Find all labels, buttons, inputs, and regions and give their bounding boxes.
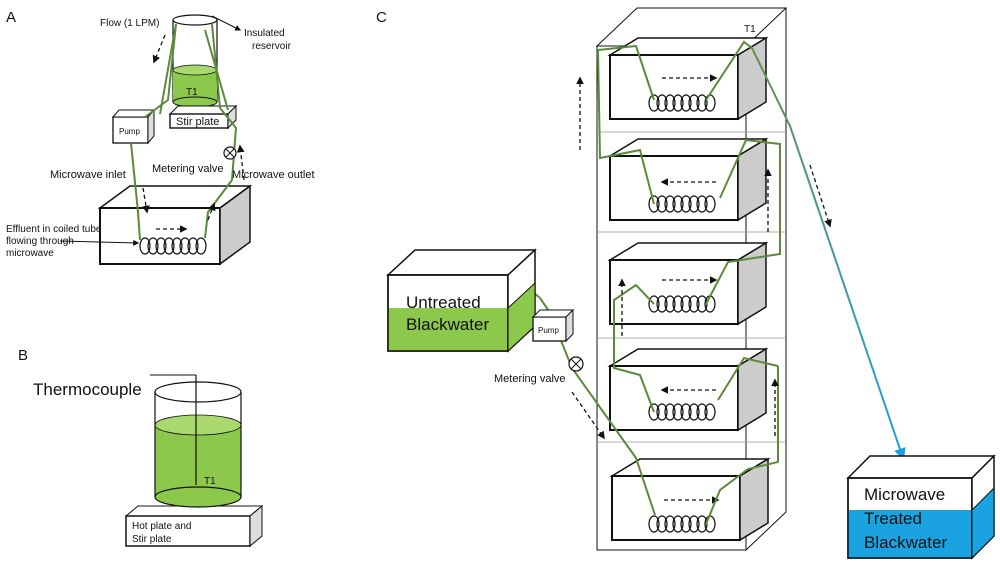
beaker-b bbox=[154, 381, 242, 508]
panel-b-label: B bbox=[18, 347, 28, 364]
microwave-unit-3 bbox=[607, 241, 769, 326]
tower-t1-label: T1 bbox=[744, 24, 756, 35]
hotplate-label-1: Hot plate and bbox=[132, 521, 192, 532]
beaker-t1-label: T1 bbox=[204, 476, 216, 487]
untreated-label-1: Untreated bbox=[406, 293, 481, 312]
panel-c-label: C bbox=[376, 9, 387, 26]
microwave-unit-1 bbox=[607, 36, 769, 121]
untreated-liquid bbox=[388, 308, 508, 351]
microwave-a bbox=[97, 184, 253, 266]
treated-label-2: Treated bbox=[864, 509, 922, 528]
pipes-c bbox=[504, 40, 906, 525]
thermocouple bbox=[150, 374, 197, 485]
panel-c: C bbox=[376, 7, 996, 560]
treated-liquid bbox=[848, 510, 972, 558]
treated-label-1: Microwave bbox=[864, 485, 945, 504]
effluent-label-1: Effluent in coiled tube bbox=[6, 224, 102, 235]
panel-b: B Hot plate and Stir plate Thermocouple … bbox=[18, 347, 264, 548]
treated-blackwater-tank: Microwave Treated Blackwater bbox=[846, 454, 996, 560]
insulated-reservoir: T1 bbox=[172, 14, 218, 108]
metering-valve-c-label: Metering valve bbox=[494, 373, 566, 385]
untreated-label-2: Blackwater bbox=[406, 315, 489, 334]
stir-plate-label: Stir plate bbox=[176, 116, 219, 128]
insulated-label-2: reservoir bbox=[252, 41, 292, 52]
treated-label-3: Blackwater bbox=[864, 533, 947, 552]
reservoir-t1-label: T1 bbox=[186, 87, 198, 98]
pump-c-label: Pump bbox=[538, 326, 559, 335]
microwave-unit-4 bbox=[607, 347, 769, 432]
panel-a-label: A bbox=[6, 9, 16, 26]
metering-valve-c bbox=[568, 356, 584, 372]
hotplate-label-2: Stir plate bbox=[132, 534, 172, 545]
microwave-inlet-label: Microwave inlet bbox=[50, 169, 126, 181]
microwave-unit-2 bbox=[607, 137, 769, 222]
microwave-outlet-label: Microwave outlet bbox=[232, 169, 315, 181]
stir-plate-a: Stir plate bbox=[168, 104, 238, 130]
coil-a bbox=[139, 237, 207, 255]
untreated-blackwater-tank: Untreated Blackwater bbox=[386, 248, 537, 353]
effluent-label-2: flowing through bbox=[6, 236, 74, 247]
microwave-unit-5 bbox=[609, 457, 771, 542]
hot-plate: Hot plate and Stir plate bbox=[124, 504, 264, 548]
panel-a: A T1 Stir plate Pump bbox=[6, 9, 315, 266]
pump-a-label: Pump bbox=[119, 127, 140, 136]
insulated-label-1: Insulated bbox=[244, 28, 285, 39]
effluent-label-3: microwave bbox=[6, 248, 54, 259]
metering-valve-a-label: Metering valve bbox=[152, 163, 224, 175]
beaker-liquid bbox=[155, 425, 241, 497]
pump-c: Pump bbox=[531, 308, 575, 343]
metering-valve-a bbox=[223, 146, 237, 160]
flow-label: Flow (1 LPM) bbox=[100, 18, 159, 29]
thermocouple-label: Thermocouple bbox=[33, 380, 142, 399]
